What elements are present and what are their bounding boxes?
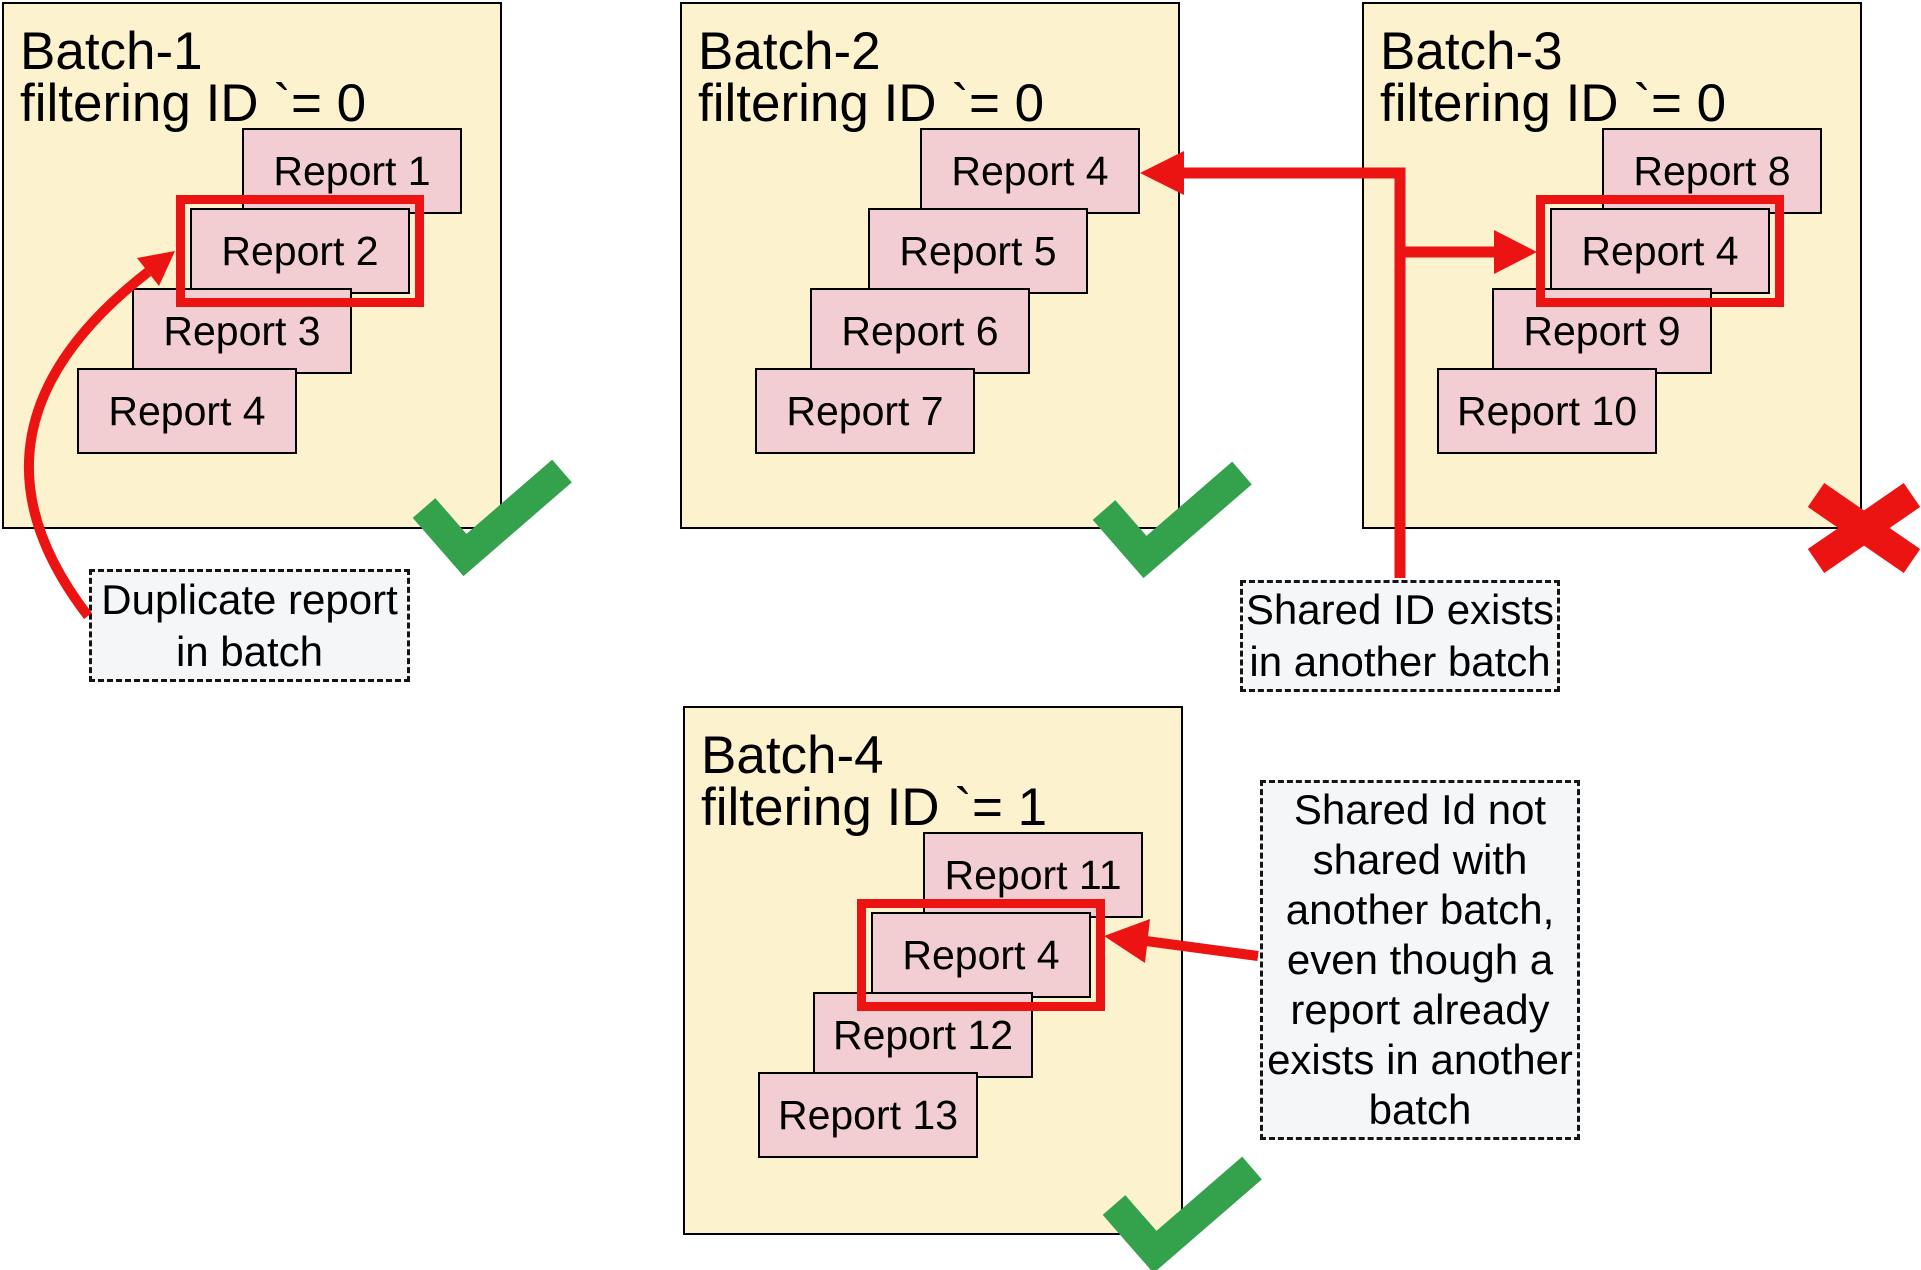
note-line: another batch, xyxy=(1285,886,1555,933)
note-line: exists in another xyxy=(1267,1036,1573,1083)
batch-3-title: Batch-3 filtering ID `= 0 xyxy=(1380,22,1727,133)
report-card: Report 13 xyxy=(758,1072,978,1158)
shared-id-highlight-frame xyxy=(1536,195,1784,307)
report-card: Report 10 xyxy=(1437,368,1657,454)
report-card: Report 5 xyxy=(868,208,1088,294)
batch-subtitle-line: filtering ID `= 0 xyxy=(1380,74,1727,133)
note-line: report already xyxy=(1290,986,1550,1033)
batch-title-line: Batch-2 xyxy=(698,22,881,81)
note-line: Shared ID exists xyxy=(1245,586,1555,633)
batch-1-panel: Batch-1 filtering ID `= 0 Report 1 Repor… xyxy=(2,2,502,529)
note-shared-id-not-shared: Shared Id not shared with another batch,… xyxy=(1260,780,1580,1140)
note-line: shared with xyxy=(1312,836,1528,883)
report-card-highlighted: Report 4 xyxy=(1550,208,1770,294)
report-card-highlighted: Report 4 xyxy=(871,912,1091,998)
note-shared-id-exists: Shared ID exists in another batch xyxy=(1240,580,1560,692)
batch-3-panel: Batch-3 filtering ID `= 0 Report 8 Repor… xyxy=(1362,2,1862,529)
note-duplicate-report: Duplicate report in batch xyxy=(89,569,410,682)
batch-4-title: Batch-4 filtering ID `= 1 xyxy=(701,726,1048,837)
batch-subtitle-line: filtering ID `= 1 xyxy=(701,778,1048,837)
note-line: Shared Id not xyxy=(1293,786,1547,833)
report-card: Report 4 xyxy=(920,128,1140,214)
note-line: Duplicate report xyxy=(101,575,398,623)
note-line: even though a xyxy=(1286,936,1554,983)
report-card: Report 6 xyxy=(810,288,1030,374)
not-shared-highlight-frame xyxy=(857,899,1105,1011)
batch-2-title: Batch-2 filtering ID `= 0 xyxy=(698,22,1045,133)
batch-subtitle-line: filtering ID `= 0 xyxy=(20,74,367,133)
batch-title-line: Batch-1 xyxy=(20,22,203,81)
note-line: in batch xyxy=(175,627,324,675)
batch-1-title: Batch-1 filtering ID `= 0 xyxy=(20,22,367,133)
report-card: Report 4 xyxy=(77,368,297,454)
batch-2-panel: Batch-2 filtering ID `= 0 Report 4 Repor… xyxy=(680,2,1180,529)
report-card: Report 7 xyxy=(755,368,975,454)
batch-title-line: Batch-4 xyxy=(701,726,884,785)
batch-title-line: Batch-3 xyxy=(1380,22,1563,81)
batch-subtitle-line: filtering ID `= 0 xyxy=(698,74,1045,133)
batch-4-panel: Batch-4 filtering ID `= 1 Report 11 Repo… xyxy=(683,706,1183,1235)
duplicate-highlight-frame xyxy=(176,195,424,307)
note-line: in another batch xyxy=(1249,638,1551,685)
note-line: batch xyxy=(1368,1086,1472,1133)
